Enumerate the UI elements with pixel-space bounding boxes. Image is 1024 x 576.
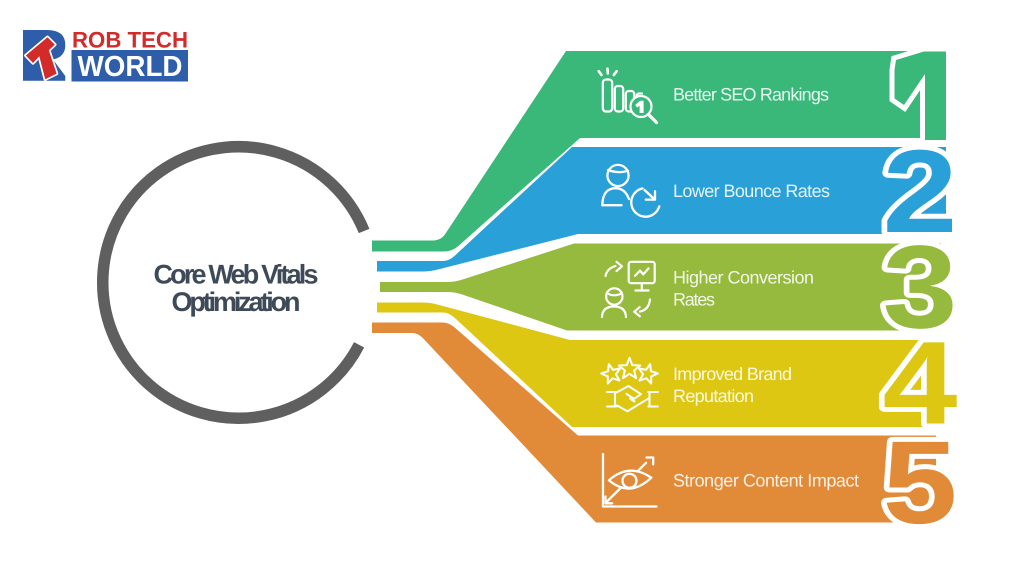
svg-text:Lower Bounce Rates: Lower Bounce Rates [673,181,830,201]
svg-text:5: 5 [883,417,958,549]
svg-text:Rates: Rates [673,290,715,310]
svg-text:4: 4 [883,318,958,450]
svg-text:Higher Conversion: Higher Conversion [673,268,814,288]
svg-text:Optimization: Optimization [172,287,301,317]
svg-text:Reputation: Reputation [673,386,754,406]
svg-text:Stronger Content Impact: Stronger Content Impact [673,470,859,490]
svg-text:WORLD: WORLD [78,51,183,83]
svg-text:Core Web Vitals: Core Web Vitals [154,259,319,289]
svg-text:2: 2 [883,126,958,258]
svg-text:Improved Brand: Improved Brand [673,364,792,384]
svg-text:ROB TECH: ROB TECH [72,28,188,53]
svg-text:3: 3 [883,222,958,354]
svg-text:Better SEO Rankings: Better SEO Rankings [673,84,829,104]
